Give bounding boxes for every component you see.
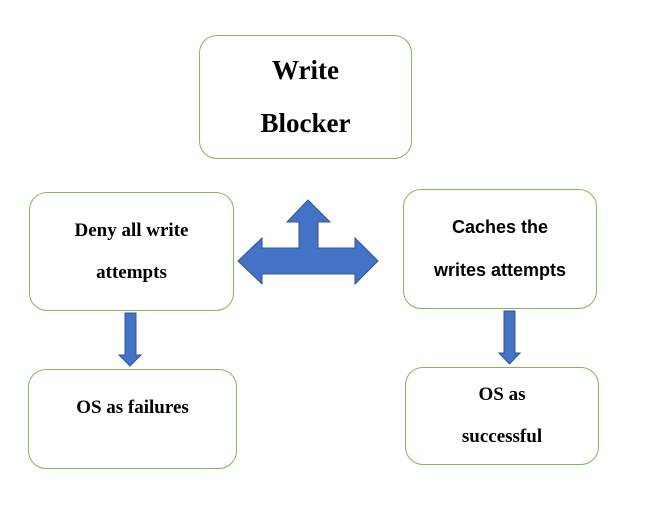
write-blocker-label-line1: Write: [272, 55, 339, 85]
caches-writes-label-line1: Caches the: [451, 217, 549, 237]
right-down-arrow: [497, 310, 522, 365]
caches-writes-label-line2: writes attempts: [433, 260, 567, 280]
os-successful-label-line2: successful: [461, 426, 543, 447]
deny-writes-label-line2: attempts: [96, 261, 167, 283]
write-blocker-box: Write Blocker: [199, 35, 412, 159]
left-down-arrow: [117, 312, 143, 367]
os-successful-label-line1: OS as: [478, 384, 526, 405]
caches-writes-box: Caches the writes attempts: [403, 189, 597, 309]
three-way-arrow: [237, 199, 379, 286]
deny-writes-box: Deny all write attempts: [29, 192, 234, 311]
os-failures-box: OS as failures: [28, 369, 237, 469]
deny-writes-label-line1: Deny all write: [74, 219, 189, 241]
os-successful-box: OS as successful: [405, 367, 599, 465]
os-failures-label: OS as failures: [76, 397, 189, 418]
write-blocker-label-line2: Blocker: [260, 108, 351, 138]
